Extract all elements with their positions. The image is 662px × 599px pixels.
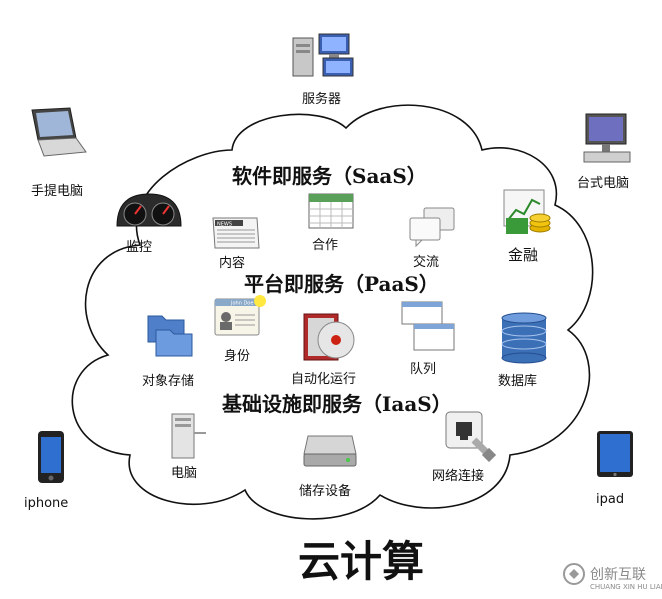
paas-heading: 平台即服务（PaaS） bbox=[244, 272, 439, 296]
watermark-logo-icon bbox=[563, 563, 585, 585]
gauge-icon bbox=[116, 193, 182, 227]
folders-icon bbox=[147, 315, 193, 357]
database-icon bbox=[501, 312, 547, 364]
id-card-icon: John Doe bbox=[214, 295, 266, 336]
finance-chart-icon bbox=[503, 189, 551, 234]
newspaper-icon: NEWS bbox=[212, 217, 260, 249]
queue-windows-icon bbox=[401, 301, 455, 351]
calendar-icon bbox=[308, 193, 354, 229]
identity-label: 身份 bbox=[224, 349, 251, 364]
server-label: 服务器 bbox=[302, 92, 342, 107]
page-title: 云计算 bbox=[298, 537, 425, 586]
queue-label: 队列 bbox=[410, 362, 437, 377]
object-storage-label: 对象存储 bbox=[142, 374, 195, 389]
ipad-icon bbox=[597, 431, 633, 477]
storage-drive-icon bbox=[303, 435, 357, 467]
database-label: 数据库 bbox=[498, 374, 538, 389]
automation-label: 自动化运行 bbox=[291, 372, 357, 387]
automation-disc-icon bbox=[303, 313, 355, 361]
id-card-name: John Doe bbox=[230, 301, 253, 307]
iphone-label: iphone bbox=[24, 496, 69, 511]
computer-label: 电脑 bbox=[171, 466, 198, 481]
chat-bubbles-icon bbox=[409, 207, 455, 248]
server-icon bbox=[292, 33, 354, 77]
ipad-label: ipad bbox=[596, 492, 625, 507]
desktop-label: 台式电脑 bbox=[577, 176, 630, 191]
exchange-label: 交流 bbox=[413, 255, 440, 270]
network-port-icon bbox=[445, 411, 496, 462]
watermark-text: 创新互联 bbox=[590, 567, 646, 583]
iphone-icon bbox=[38, 431, 64, 483]
content-label: 内容 bbox=[219, 256, 246, 271]
watermark-subtext: CHUANG XIN HU LIAN bbox=[590, 583, 662, 591]
finance-label: 金融 bbox=[508, 246, 539, 264]
desktop-icon bbox=[583, 113, 631, 163]
laptop-icon bbox=[31, 107, 87, 157]
computer-tower-icon bbox=[171, 413, 206, 459]
network-label: 网络连接 bbox=[432, 469, 485, 484]
watermark: 创新互联 CHUANG XIN HU LIAN bbox=[562, 558, 662, 596]
monitor-label: 监控 bbox=[126, 240, 153, 255]
collab-label: 合作 bbox=[312, 238, 339, 253]
iaas-heading: 基础设施即服务（IaaS） bbox=[222, 392, 452, 416]
storage-device-label: 储存设备 bbox=[299, 484, 352, 499]
saas-heading: 软件即服务（SaaS） bbox=[232, 164, 427, 188]
laptop-label: 手提电脑 bbox=[31, 184, 84, 199]
news-text: NEWS bbox=[217, 222, 232, 228]
